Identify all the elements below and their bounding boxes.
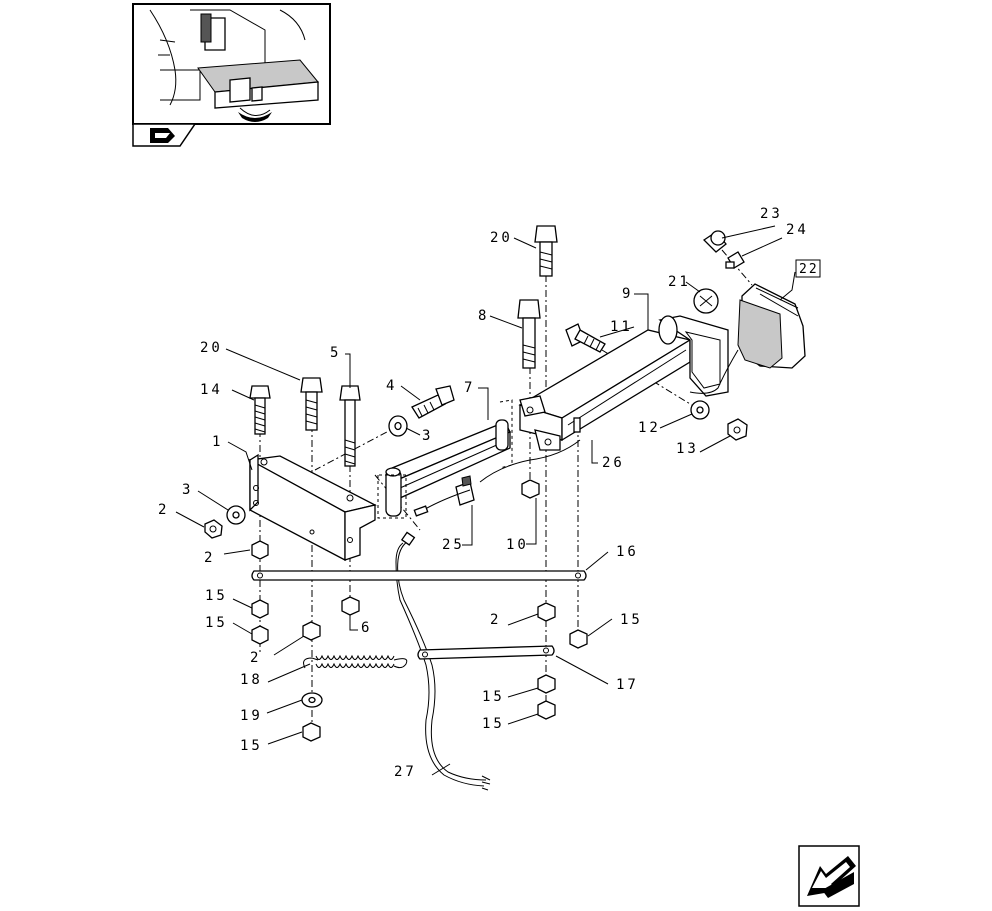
bolt-5[interactable] [339,385,361,467]
leader-lines [175,225,796,776]
label-11: 11 [610,319,633,335]
label-22: 22 [799,262,819,277]
nut-10[interactable] [521,479,540,499]
nut-15-column-5[interactable] [569,629,588,649]
label-7: 7 [464,380,475,396]
label-3-left: 3 [182,482,193,498]
label-2-left: 2 [158,502,169,518]
washer-3-upper[interactable] [388,415,408,437]
bolt-8[interactable] [517,299,541,369]
label-18: 18 [240,672,263,688]
label-8: 8 [478,308,489,324]
bolt-20-left[interactable] [300,377,323,431]
nut-13[interactable] [727,418,748,441]
nut-15-column-2[interactable] [302,722,321,742]
back-arrow-icon [807,856,856,898]
strap-17[interactable] [417,645,555,660]
label-25: 25 [442,537,465,553]
cable-26 [413,439,581,517]
back-arrow-button[interactable] [798,845,860,907]
label-2-column-1: 2 [204,550,215,566]
label-20-left: 20 [200,340,223,356]
arm-7[interactable] [377,399,513,519]
washer-12[interactable] [690,400,710,420]
label-15-e: 15 [482,689,505,705]
bolt-14[interactable] [249,385,271,435]
label-24: 24 [786,222,809,238]
nut-15-column-4a[interactable] [537,674,556,694]
bolt-4[interactable] [411,385,455,419]
label-9: 9 [622,286,633,302]
lamp-22[interactable] [689,283,806,394]
label-2-column-2: 2 [250,650,261,666]
label-15-b: 15 [205,615,228,631]
location-thumbnail[interactable] [132,3,331,125]
nut-15-column-4b[interactable] [537,700,556,720]
bracket-arm-9[interactable] [518,315,729,451]
washer-3-left[interactable] [226,505,246,525]
label-1: 1 [212,434,223,450]
label-5: 5 [330,345,341,361]
clip-25[interactable] [455,475,475,506]
label-12: 12 [638,420,661,436]
cable-27 [395,531,491,791]
label-13: 13 [676,441,699,457]
label-2-column-4: 2 [490,612,501,628]
label-23: 23 [760,206,783,222]
spring-18[interactable] [303,654,408,669]
part-labels: 20 14 1 3 2 2 15 15 2 18 19 15 5 6 4 3 7… [158,206,821,780]
label-21: 21 [668,274,691,290]
label-19: 19 [240,708,263,724]
label-22-box: 22 [795,259,821,278]
bulb-24[interactable] [725,251,745,269]
label-27: 27 [394,764,417,780]
nut-2-column-4[interactable] [537,602,556,622]
label-6: 6 [361,620,372,636]
label-15-a: 15 [205,588,228,604]
label-3-upper: 3 [422,428,433,444]
strap-16[interactable] [251,570,587,581]
nut-15-column-1b[interactable] [251,625,269,645]
label-20-right: 20 [490,230,513,246]
nut-2-column-1[interactable] [251,540,269,560]
nut-6[interactable] [341,596,360,616]
nut-15-column-1a[interactable] [251,599,269,619]
bolt-20-right[interactable] [534,225,558,277]
nut-2-column-2[interactable] [302,621,321,641]
label-15-d: 15 [620,612,643,628]
label-16: 16 [616,544,639,560]
bulb-23[interactable] [702,230,727,253]
label-17: 17 [616,677,639,693]
nut-2-left[interactable] [204,519,223,539]
washer-19[interactable] [301,692,323,708]
bolt-11[interactable] [565,323,606,353]
label-15-c: 15 [240,738,263,754]
thumbnail-tab[interactable] [132,123,197,147]
label-26: 26 [602,455,625,471]
book-arrow-icon [150,128,175,143]
label-15-f: 15 [482,716,505,732]
label-14: 14 [200,382,223,398]
washer-21[interactable] [693,288,719,314]
bracket-1[interactable] [247,453,377,562]
label-4: 4 [386,378,397,394]
label-10: 10 [506,537,529,553]
